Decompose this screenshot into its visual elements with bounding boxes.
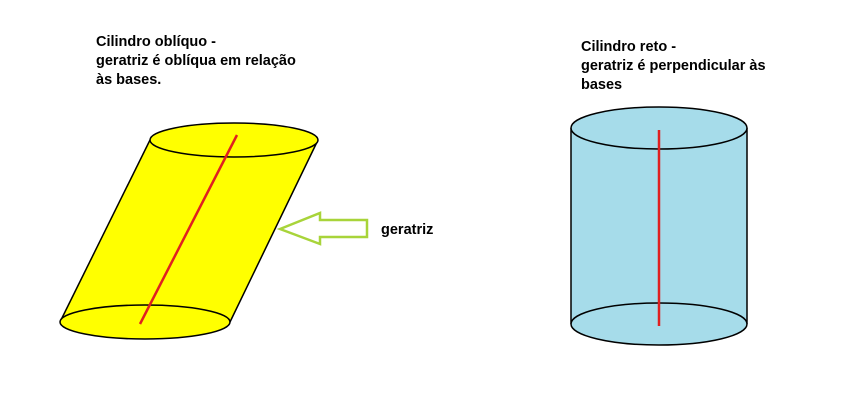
oblique-caption-line: às bases.	[96, 72, 162, 88]
right-cylinder	[570, 106, 748, 346]
oblique-cylinder-left-edge	[59, 139, 151, 323]
oblique-caption-line: geratriz é oblíqua em relação	[96, 53, 296, 69]
oblique-cylinder-right-edge	[229, 139, 319, 323]
oblique-caption-line: Cilindro oblíquo -	[96, 34, 217, 50]
right-caption-line: Cilindro reto -	[581, 39, 677, 55]
oblique-cylinder-caption: Cilindro oblíquo - geratriz é oblíqua em…	[96, 33, 296, 90]
generatrix-arrow	[276, 211, 369, 246]
right-caption-line: geratriz é perpendicular às	[581, 58, 766, 74]
right-cylinder-caption: Cilindro reto - geratriz é perpendicular…	[581, 38, 766, 95]
oblique-cylinder-bottom-base	[59, 304, 231, 340]
right-caption-line: bases	[581, 77, 623, 93]
oblique-cylinder	[59, 122, 319, 340]
generatrix-arrow-label: geratriz	[381, 222, 434, 238]
oblique-cylinder-body	[60, 140, 318, 340]
oblique-generatrix	[138, 134, 239, 325]
